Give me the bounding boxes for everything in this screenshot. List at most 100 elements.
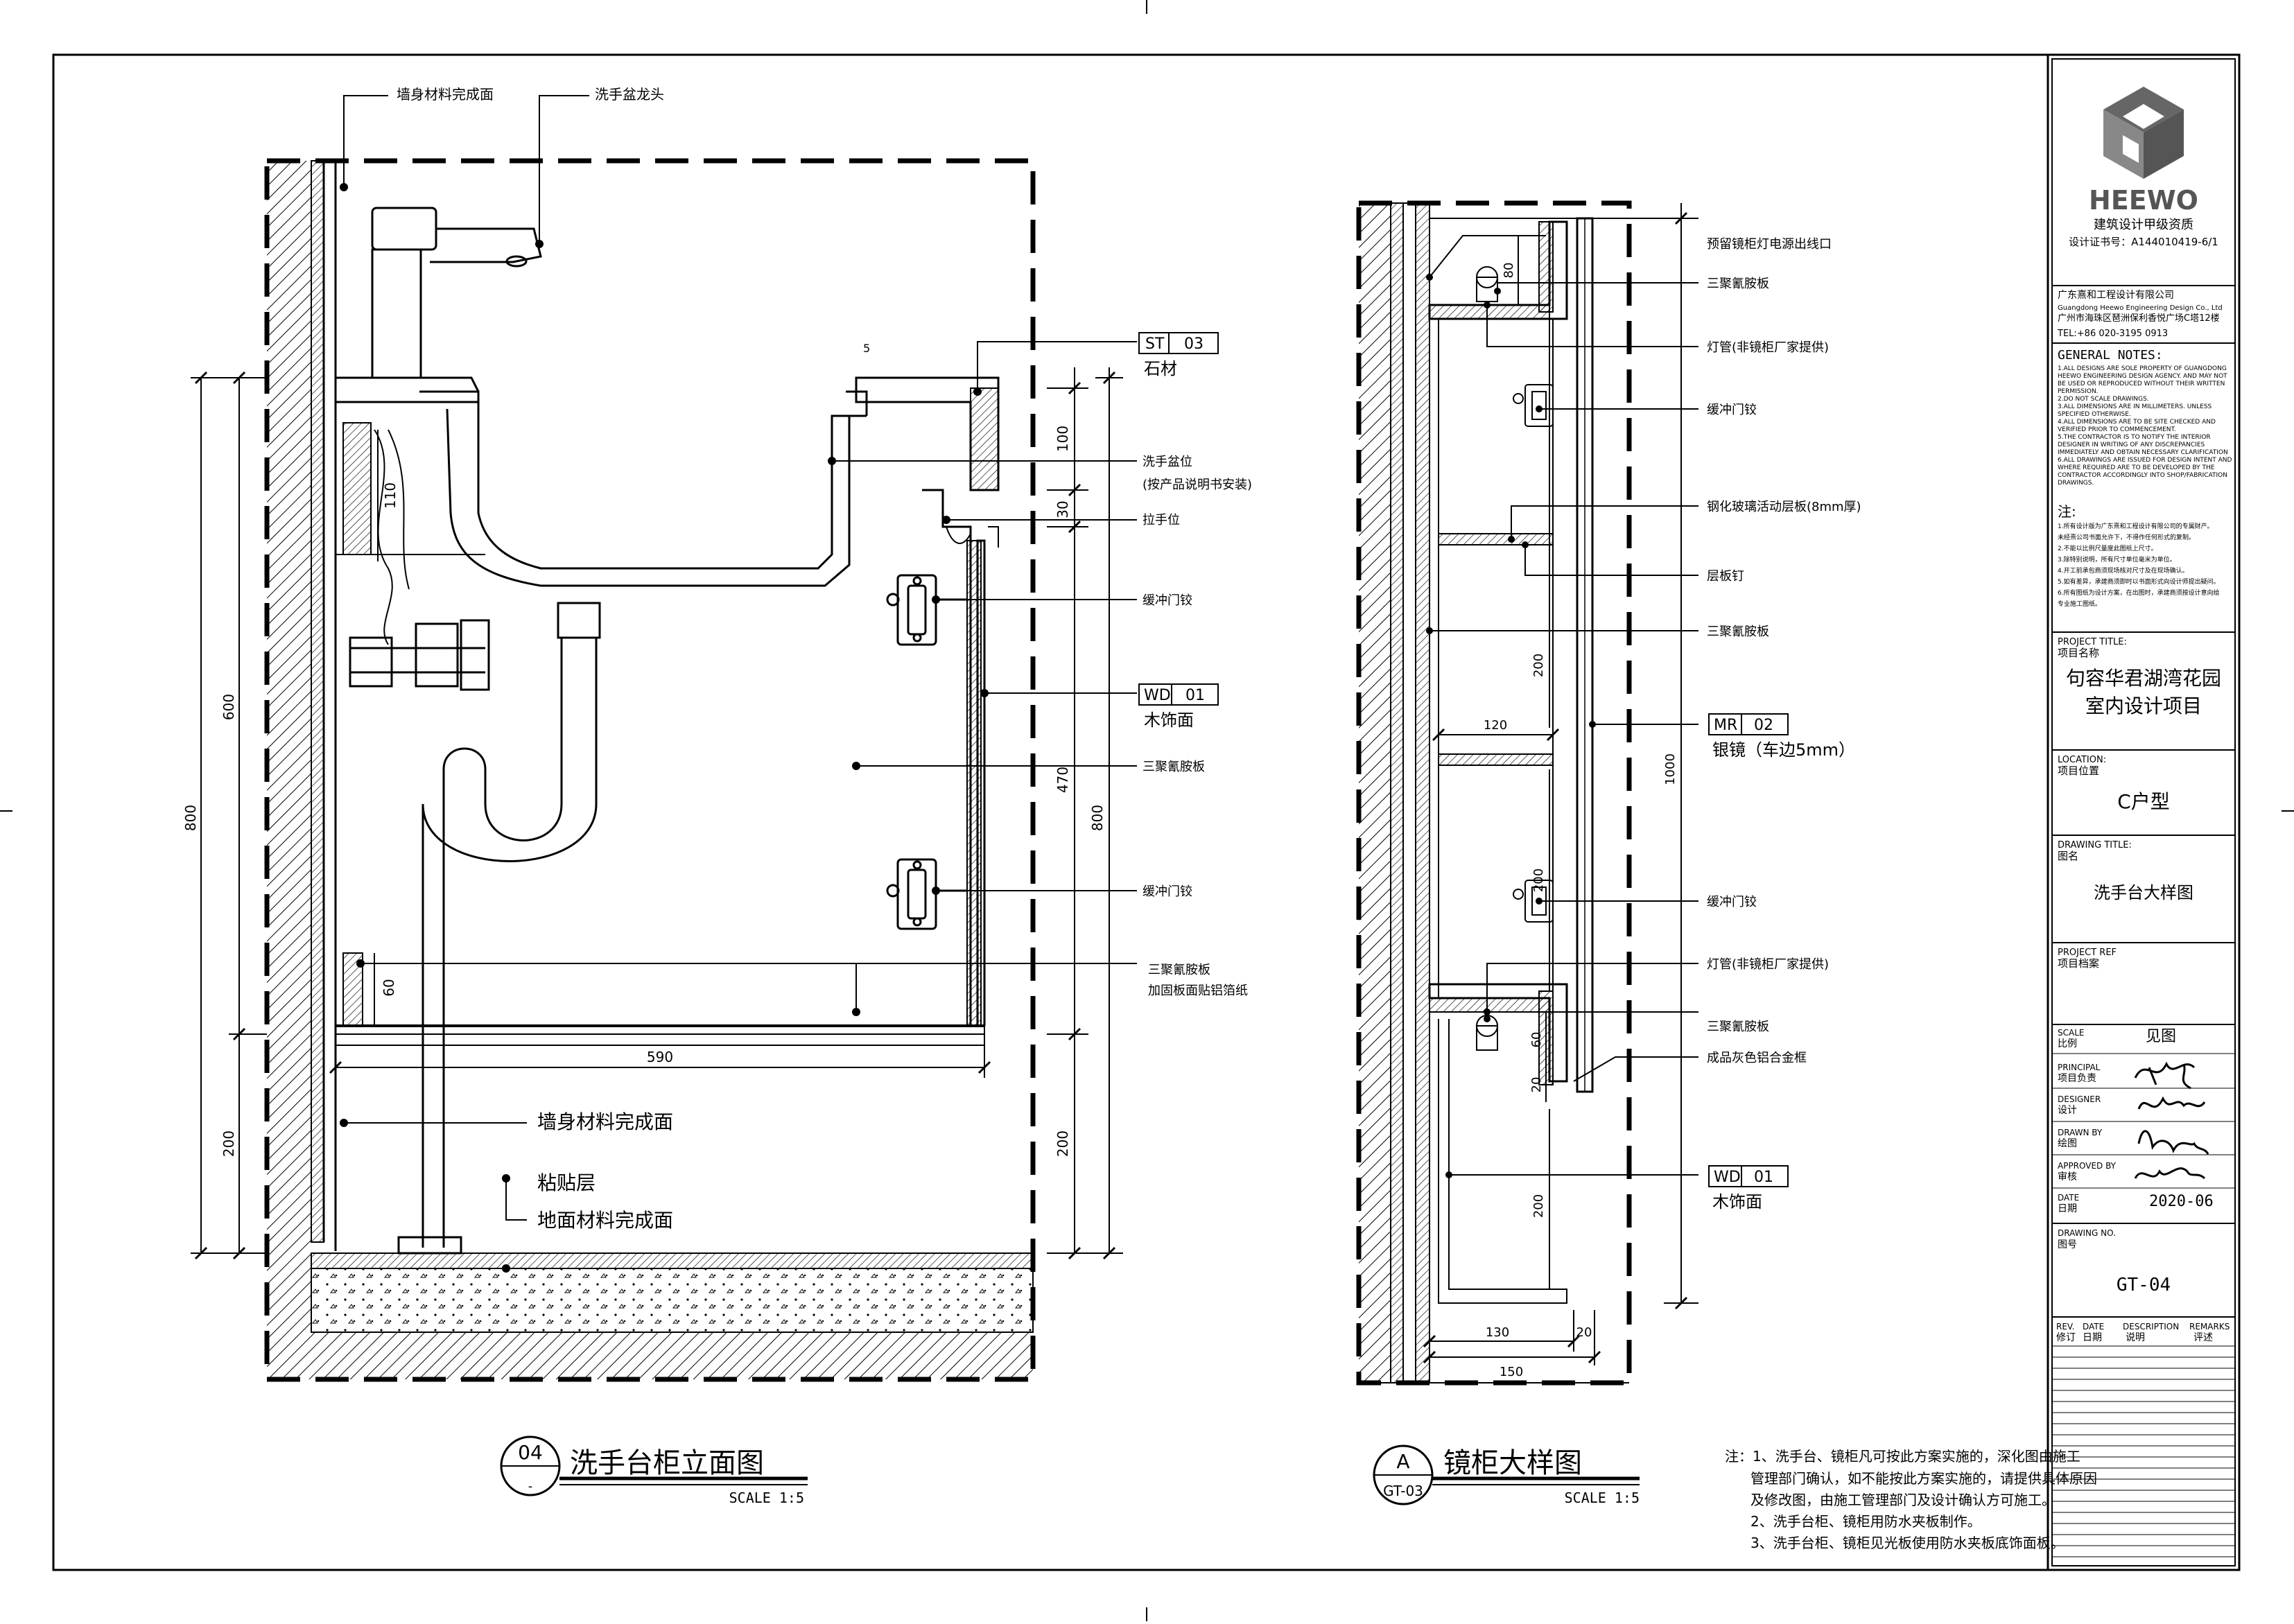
designer-cn: 设计: [2058, 1105, 2077, 1116]
general-note-6: SPECIFIED OTHERWISE.: [2058, 411, 2131, 418]
dim-800-right: 800: [1089, 805, 1106, 831]
scale-value: 见图: [2146, 1028, 2176, 1045]
cn-note-2: 2.不能以比例尺量度此图纸上尺寸。: [2058, 544, 2157, 552]
dim-100: 100: [1054, 426, 1071, 452]
label-melamine-2-note: 加固板面贴铝箔纸: [1148, 984, 1248, 998]
label-melamine: 三聚氰胺板: [1142, 760, 1205, 774]
general-note-10: DESIGNER IN WRITING OF ANY DISCREPANCIES: [2058, 442, 2205, 448]
mirror-label-7: 三聚氰胺板: [1707, 625, 1769, 639]
designer-signature: [2137, 1096, 2206, 1110]
mirror-label-4: 缓冲门铰: [1707, 403, 1757, 417]
cn-note-5: 5.如有差异，承建商须即时以书面形式向设计师提出疑问。: [2058, 577, 2220, 586]
principal-en: PRINCIPAL: [2058, 1063, 2101, 1072]
company-address: 广州市海珠区琶洲保利香悦广场C塔12楼: [2058, 313, 2220, 324]
cn-note-6: 6.所有图纸为设计方案，在出图时，承建商须按设计意向绘: [2058, 588, 2220, 597]
callout-bottom: GT-03: [1383, 1483, 1423, 1499]
revision-table-rows: [2052, 1345, 2235, 1557]
note-line-5: 3、洗手台柜、镜柜见光板使用防水夹板底饰面板。: [1750, 1535, 2065, 1551]
dim-800-left: 800: [182, 805, 199, 831]
drawing1-scale: SCALE 1:5: [729, 1490, 804, 1506]
mirror-label-8: 缓冲门铰: [1707, 895, 1757, 909]
mirror-label-9: 灯管(非镜柜厂家提供): [1707, 957, 1829, 972]
company-tel: TEL:+86 020-3195 0913: [2057, 329, 2168, 339]
general-note-4: 2.DO NOT SCALE DRAWINGS.: [2058, 396, 2149, 403]
cn-note-0: 1.所有设计版为广东熹和工程设计有限公司的专属财产。: [2058, 522, 2214, 530]
dim-590: 590: [647, 1049, 673, 1065]
mirror-dim-130: 130: [1486, 1325, 1509, 1340]
drawing-no-en: DRAWING NO.: [2058, 1228, 2116, 1238]
mr-num: 02: [1754, 717, 1773, 734]
general-note-9: 5.THE CONTRACTOR IS TO NOTIFY THE INTERI…: [2058, 434, 2211, 441]
label-melamine-2: 三聚氰胺板: [1148, 963, 1210, 977]
note-line-4: 2、洗手台柜、镜柜用防水夹板制作。: [1750, 1513, 1981, 1530]
mirror-dim-200-b: 200: [1531, 868, 1546, 892]
project-ref-cn: 项目档案: [2058, 957, 2099, 970]
note-line-3: 及修改图，由施工管理部门及设计确认方可施工。: [1750, 1492, 2056, 1508]
cn-note-1: 未经熹公司书面允许下，不得作任何形式的复制。: [2058, 533, 2195, 541]
heewo-logo-icon: [2103, 87, 2184, 179]
st-name: 石材: [1144, 359, 1177, 378]
general-note-3: PERMISSION.: [2058, 388, 2099, 395]
label-wall-finish: 墙身材料完成面: [537, 1110, 673, 1133]
wd-code: WD: [1144, 687, 1171, 704]
note-line-2: 管理部门确认，如不能按此方案实施的，请提供具体原因: [1750, 1470, 2097, 1487]
label-hinge-2: 缓冲门铰: [1142, 884, 1192, 899]
mirror-label-6: 层板钉: [1707, 569, 1744, 584]
rdate-cn: 日期: [2083, 1332, 2102, 1343]
company-en: Guangdong Heewo Engineering Design Co., …: [2058, 304, 2223, 312]
mirror-dim-1000: 1000: [1663, 753, 1678, 785]
rev-cn: 修订: [2056, 1332, 2076, 1343]
dim-60: 60: [381, 979, 397, 996]
general-note-5: 3.ALL DIMENSIONS ARE IN MILLIMETERS. UNL…: [2058, 403, 2212, 410]
label-adhesive: 粘贴层: [537, 1171, 596, 1194]
principal-signature: [2134, 1061, 2196, 1090]
general-note-8: VERIFIED PRIOR TO COMMENCEMENT.: [2058, 426, 2176, 433]
vanity-elevation-drawing: 800 600 200 110 60 590 100 30 470 800 20…: [182, 86, 1252, 1506]
label-basin-pos: 洗手盆位: [1142, 455, 1192, 469]
general-note-14: CONTRACTOR ACCORDINGLY INTO SHOP/FABRICA…: [2058, 472, 2227, 479]
scale-cn: 比例: [2058, 1038, 2077, 1049]
qualification: 建筑设计甲级资质: [2094, 218, 2193, 232]
general-note-2: BE USED OR REPRODUCED WITHOUT THEIR WRIT…: [2058, 381, 2225, 387]
mirror-cabinet-drawing: 80 200 120 200 60 20 200 1000 130 20 150: [1356, 200, 1861, 1506]
note-line-1: 注：1、洗手台、镜柜凡可按此方案实施的，深化图由施工: [1725, 1448, 2080, 1465]
general-note-1: HEEWO ENGINEERING DESIGN AGENCY. AND MAY…: [2058, 373, 2227, 380]
drawn-signature: [2137, 1130, 2209, 1155]
drawing-title-value: 洗手台大样图: [2094, 883, 2193, 902]
wd-num: 01: [1185, 687, 1205, 704]
mirror-dim-20b: 20: [1576, 1325, 1592, 1340]
remarks-cn: 评述: [2193, 1332, 2213, 1343]
mirror-label-11: 成品灰色铝合金框: [1707, 1051, 1807, 1065]
drawing-no-value: GT-04: [2117, 1275, 2171, 1295]
drawing2-scale: SCALE 1:5: [1565, 1490, 1640, 1506]
desc-cn: 说明: [2126, 1332, 2145, 1343]
drawn-cn: 绘图: [2058, 1138, 2077, 1149]
location-cn: 项目位置: [2058, 765, 2099, 777]
mirror-dim-20: 20: [1529, 1077, 1544, 1093]
project-ref-en: PROJECT REF: [2058, 948, 2117, 958]
st-num: 03: [1184, 335, 1204, 353]
approved-cn: 审核: [2058, 1171, 2077, 1182]
approved-signature: [2134, 1167, 2206, 1180]
label-faucet: 洗手盆龙头: [595, 86, 664, 103]
dim-600: 600: [220, 694, 237, 720]
logo-text: HEEWO: [2089, 185, 2198, 216]
drawing-no-cn: 图号: [2058, 1239, 2077, 1250]
drawn-en: DRAWN BY: [2058, 1128, 2103, 1137]
project-title-en: PROJECT TITLE:: [2058, 637, 2127, 647]
general-note-15: DRAWINGS.: [2058, 480, 2094, 487]
hinge-icon: [886, 858, 967, 930]
svg-text:-: -: [528, 1479, 533, 1494]
drawing-title-cn: 图名: [2058, 850, 2078, 862]
mirror-dim-60: 60: [1529, 1032, 1544, 1048]
rdate-en: DATE: [2083, 1322, 2104, 1331]
dim-30: 30: [1054, 500, 1071, 518]
label-wall-finish-top: 墙身材料完成面: [397, 86, 494, 103]
callout-symbol: 04: [518, 1441, 543, 1464]
cn-note-3: 3.除特别说明，所有尺寸单位毫米为单位。: [2058, 555, 2176, 564]
dim-5: 5: [863, 342, 870, 355]
drawing2-title: 镜柜大样图: [1443, 1447, 1582, 1479]
wd-name: 木饰面: [1144, 710, 1194, 730]
label-handle: 拉手位: [1142, 513, 1180, 527]
